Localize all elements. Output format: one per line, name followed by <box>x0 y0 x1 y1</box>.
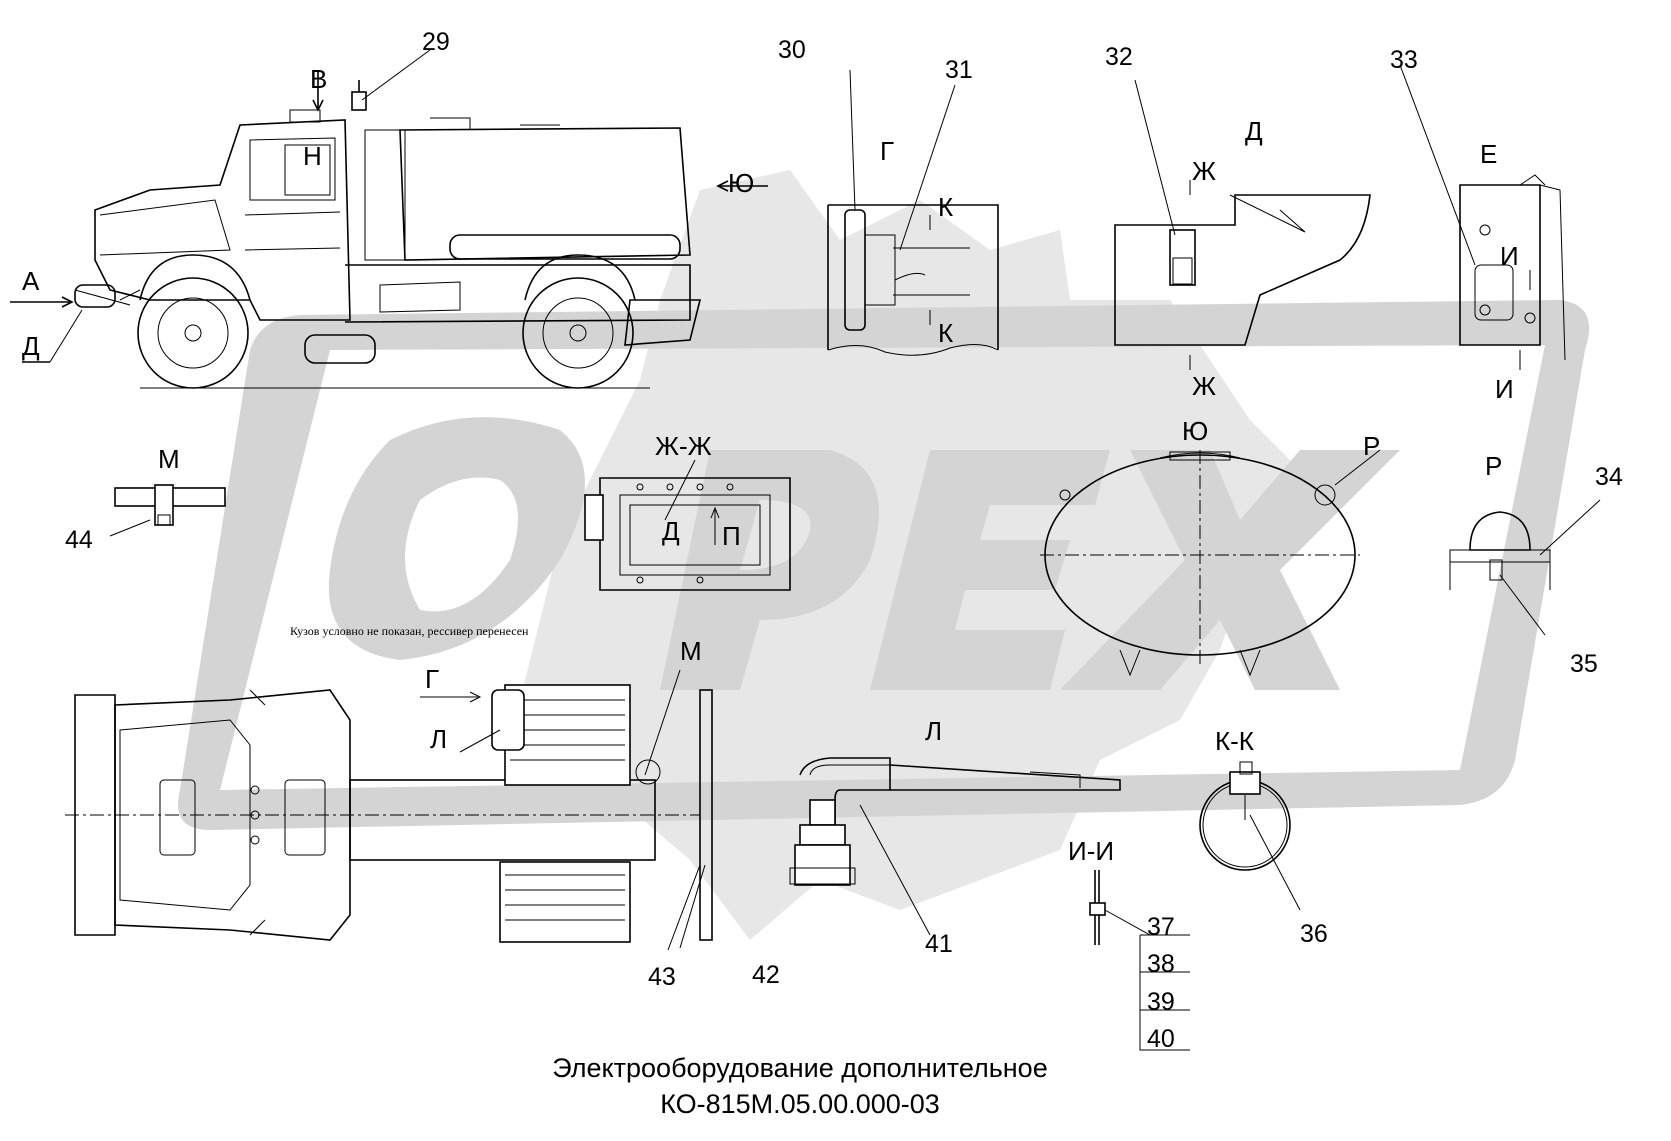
view-label-k2: К <box>938 318 953 348</box>
callout-34: 34 <box>1595 463 1623 491</box>
view-label-r: Р <box>1485 451 1502 481</box>
view-label-e-top: Е <box>1480 139 1497 169</box>
view-label-zh2: Ж <box>1192 371 1216 401</box>
view-label-d-top: Д <box>1245 116 1263 146</box>
callout-43: 43 <box>648 963 676 991</box>
callout-38: 38 <box>1147 950 1175 978</box>
view-e <box>1399 64 1566 370</box>
callout-33: 33 <box>1390 46 1418 74</box>
title-line-2: КО-815М.05.00.000-03 <box>660 1089 940 1119</box>
callout-32: 32 <box>1105 43 1133 71</box>
callout-40: 40 <box>1147 1025 1175 1053</box>
view-r <box>1449 499 1601 636</box>
section-k-k <box>1199 761 1301 911</box>
view-label-m-plan: М <box>680 636 702 666</box>
view-label-d-left: Д <box>22 331 40 361</box>
watermark-letter-x <box>1060 450 1400 690</box>
view-zh-zh <box>584 459 791 591</box>
view-g <box>827 69 999 356</box>
truck-side-view <box>10 49 768 389</box>
drawing-note: Кузов условно не показан, рессивер перен… <box>290 624 529 638</box>
chassis-plan-view <box>65 669 713 951</box>
view-label-k-k: К-К <box>1215 726 1254 756</box>
watermark-band <box>178 300 1590 830</box>
callout-44: 44 <box>65 526 93 554</box>
view-label-l-plan: Л <box>430 724 447 754</box>
labels: А В Д Н Ю Г К К Д Ж Ж Е И И М Ж-Ж Д П Ю … <box>22 28 1623 1119</box>
view-label-i-i: И-И <box>1068 836 1114 866</box>
view-label-zh1: Ж <box>1192 156 1216 186</box>
callout-42: 42 <box>752 961 780 989</box>
callout-31: 31 <box>945 56 973 84</box>
view-label-yu: Ю <box>1182 416 1208 446</box>
view-l <box>789 757 1121 936</box>
view-label-i1: И <box>1500 241 1519 271</box>
watermark-letter-e <box>870 450 1110 690</box>
box-label-d: Д <box>662 516 680 546</box>
callout-29: 29 <box>422 28 450 56</box>
view-label-zh-zh: Ж-Ж <box>655 431 712 461</box>
section-i-i <box>1089 870 1190 1051</box>
view-label-i2: И <box>1495 374 1514 404</box>
watermark-letter-o <box>328 417 585 660</box>
callout-39: 39 <box>1147 988 1175 1016</box>
box-label-p: П <box>722 521 741 551</box>
view-d <box>1114 79 1371 370</box>
callout-41: 41 <box>925 930 953 958</box>
callout-35: 35 <box>1570 650 1598 678</box>
callout-36: 36 <box>1300 920 1328 948</box>
callout-37: 37 <box>1147 913 1175 941</box>
view-label-l: Л <box>925 716 942 746</box>
view-label-a: А <box>22 266 40 296</box>
view-label-b: В <box>310 64 327 94</box>
view-label-m: М <box>158 444 180 474</box>
callout-30: 30 <box>778 36 806 64</box>
view-label-k1: К <box>938 192 953 222</box>
view-label-g-top: Г <box>880 136 894 166</box>
cab-label-n: Н <box>303 141 322 171</box>
view-label-r-small: Р <box>1363 431 1380 461</box>
view-label-yu-top: Ю <box>728 168 754 198</box>
watermark-logo <box>178 170 1590 940</box>
view-m <box>109 484 226 537</box>
view-label-g-plan: Г <box>425 664 439 694</box>
view-yu <box>1040 449 1381 677</box>
title-line-1: Электрооборудование дополнительное <box>552 1053 1047 1083</box>
